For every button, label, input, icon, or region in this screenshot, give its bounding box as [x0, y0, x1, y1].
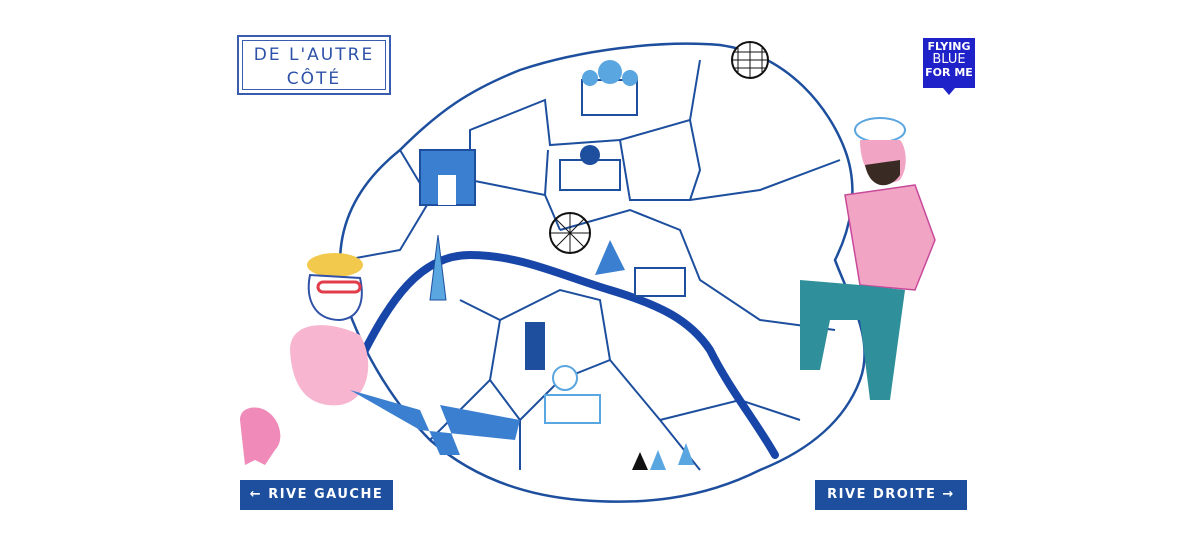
rive-gauche-label: ← RIVE GAUCHE: [240, 480, 393, 510]
eiffel-tower-icon: [429, 234, 447, 301]
lion-statue-icon: [544, 365, 601, 424]
title-line-2: CÔTÉ: [286, 69, 342, 89]
sacre-coeur-icon: [581, 60, 638, 116]
ferris-wheel-icon: [549, 212, 591, 254]
title-box: DE L'AUTRE CÔTÉ: [237, 35, 391, 95]
seine-river: [356, 250, 779, 459]
trees-icon: [632, 443, 694, 470]
centre-pompidou-icon: [634, 267, 686, 297]
opera-icon: [559, 145, 621, 191]
rive-droite-label: RIVE DROITE →: [815, 480, 967, 510]
logo-line-2: BLUE: [932, 52, 966, 67]
paris-outline: [338, 42, 866, 503]
woman-character: [240, 253, 520, 465]
louvre-pyramid-icon: [595, 240, 625, 275]
logo-line-3: FOR ME: [925, 66, 973, 79]
logo-line-1: FLYING: [927, 40, 971, 53]
man-character: [800, 117, 936, 400]
geode-icon: [731, 41, 769, 79]
montparnasse-tower-icon: [525, 322, 545, 370]
arc-de-triomphe-icon: [419, 149, 476, 206]
title-line-1: DE L'AUTRE: [253, 45, 375, 65]
flying-blue-logo: FLYING BLUE FOR ME: [923, 38, 975, 95]
